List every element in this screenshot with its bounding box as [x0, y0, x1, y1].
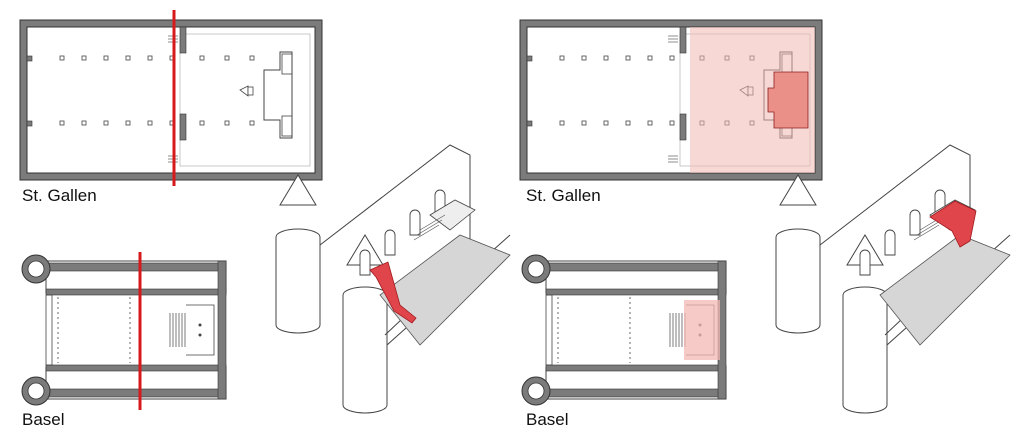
- basel-plan-right: [521, 254, 727, 406]
- basel-axon-left: [275, 144, 511, 414]
- basel-plan-left: [21, 254, 227, 406]
- label-basel-left: Basel: [22, 410, 65, 429]
- label-stgallen-left: St. Gallen: [22, 186, 97, 205]
- basel-axon-right: [775, 144, 1011, 414]
- label-basel-right: Basel: [526, 410, 569, 429]
- right-panel: [519, 19, 1011, 414]
- label-stgallen-right: St. Gallen: [526, 186, 601, 205]
- stgallen-plan-left: [19, 19, 323, 181]
- stgallen-plan-right: [519, 19, 823, 181]
- left-panel: [19, 10, 511, 414]
